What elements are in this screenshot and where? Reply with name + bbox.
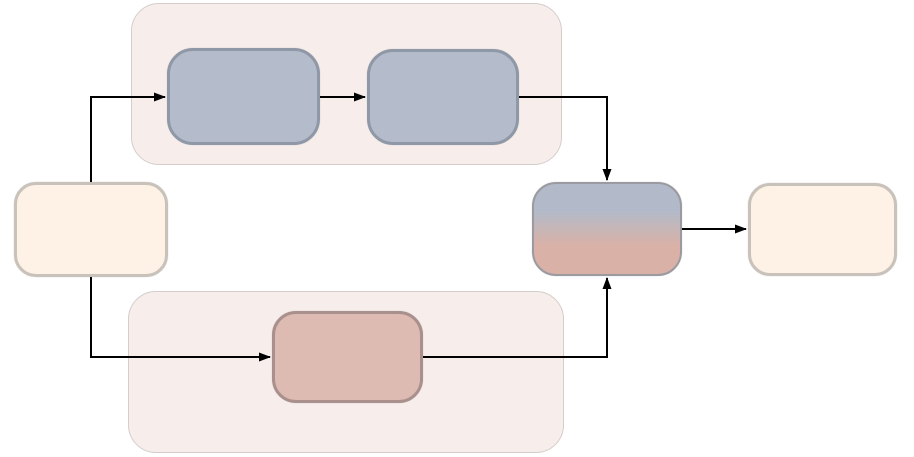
sink-node — [748, 183, 897, 276]
bottom-process-node — [272, 311, 423, 403]
merge-node — [532, 182, 682, 276]
process-b-node — [367, 49, 519, 145]
process-a-node — [167, 48, 320, 145]
source-node — [14, 182, 168, 277]
